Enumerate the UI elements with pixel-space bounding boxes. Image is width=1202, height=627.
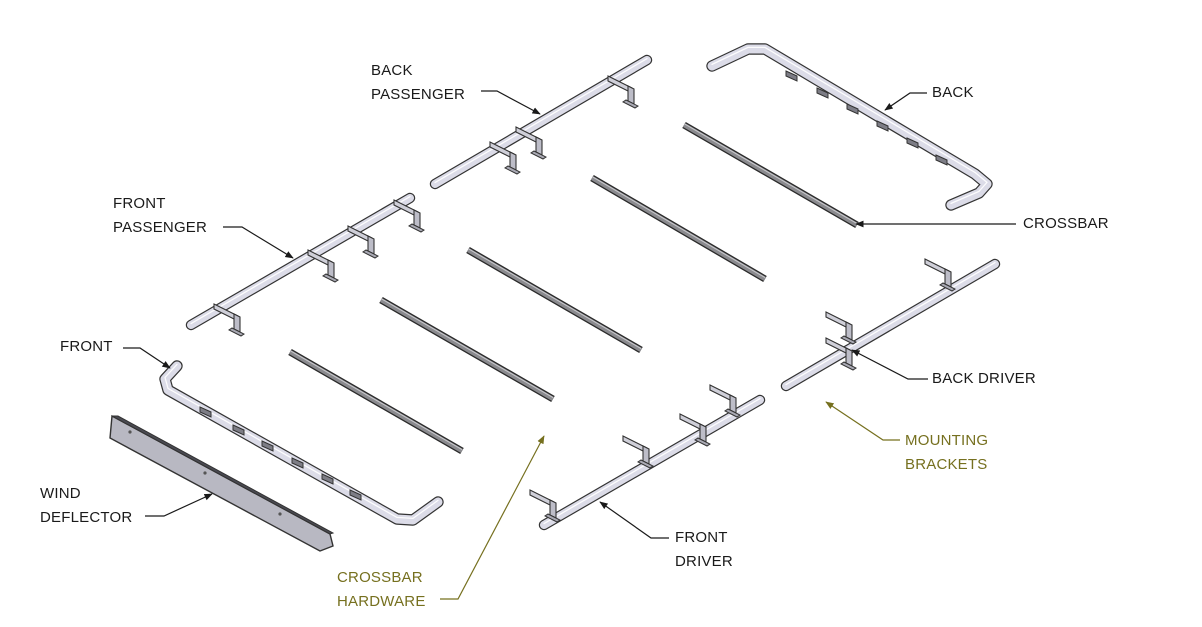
leader-front-driver xyxy=(599,501,669,539)
deflector-hole-2 xyxy=(278,512,282,516)
label-back: BACK xyxy=(932,84,974,101)
crossbar-5-edge xyxy=(683,123,858,225)
front-passenger-rail xyxy=(187,194,414,329)
front-passenger-bracket-3-foot xyxy=(408,223,425,233)
front-rail-clip-1 xyxy=(232,424,245,436)
back-rail-highlight xyxy=(711,46,988,205)
label-back-driver: BACK DRIVER xyxy=(932,370,1036,387)
wind-deflector-top-edge xyxy=(111,415,335,535)
deflector-hole-0 xyxy=(128,430,132,434)
back-passenger-rail-highlight xyxy=(434,57,648,184)
back-rail-clip-3 xyxy=(876,120,889,132)
label-back-passenger: BACK PASSENGER xyxy=(371,62,466,103)
label-front: FRONT xyxy=(60,338,113,355)
label-wind-deflector: WIND DEFLECTOR xyxy=(40,485,133,526)
crossbar-4 xyxy=(590,176,767,281)
leader-wind-deflector xyxy=(145,493,213,517)
label-front-passenger: FRONT PASSENGER xyxy=(113,195,208,236)
leader-back-passenger xyxy=(481,90,541,115)
label-front-driver: FRONT DRIVER xyxy=(675,529,733,570)
front-rail-clip-3 xyxy=(291,457,304,469)
back-rail-clip-4 xyxy=(906,137,919,149)
front-driver-bracket-0-foot xyxy=(544,513,561,523)
front-driver-bracket-3-foot xyxy=(724,408,741,418)
front-driver-rail-highlight xyxy=(543,397,761,525)
crossbar-2 xyxy=(379,298,555,401)
front-rail xyxy=(160,361,443,525)
leader-back-driver xyxy=(851,349,928,380)
crossbar-2-edge xyxy=(380,298,554,399)
front-rail-clip-4 xyxy=(321,473,334,485)
back-passenger-bracket-1-foot xyxy=(530,150,547,160)
back-rail-clip-2 xyxy=(846,103,859,115)
leader-back xyxy=(884,92,927,111)
front-driver-bracket-1-foot xyxy=(637,459,654,469)
label-crossbar: CROSSBAR xyxy=(1023,215,1109,232)
back-driver-rail xyxy=(782,260,999,390)
wind-deflector xyxy=(109,414,334,552)
back-driver-bracket-2-foot xyxy=(939,282,956,292)
back-rail-clip-0 xyxy=(785,70,798,82)
crossbar-4-edge xyxy=(591,176,766,279)
front-driver-rail xyxy=(540,396,764,529)
front-driver-bracket-2-foot xyxy=(694,437,711,447)
back-passenger-rail xyxy=(431,56,651,188)
back-rail-clip-1 xyxy=(816,87,829,99)
crossbar-1 xyxy=(288,350,464,453)
back-rail xyxy=(707,44,992,210)
front-rail-clip-2 xyxy=(261,440,274,452)
back-driver-rail-highlight xyxy=(785,261,996,386)
back-driver-bracket-0-foot xyxy=(840,335,857,345)
front-passenger-bracket-2-foot xyxy=(362,249,379,259)
leader-mounting-brackets xyxy=(825,401,900,441)
leader-front xyxy=(123,347,171,369)
front-passenger-bracket-0-foot xyxy=(228,327,245,337)
deflector-hole-1 xyxy=(203,471,207,475)
back-rail-clip-5 xyxy=(935,154,948,166)
label-crossbar-hardware: CROSSBAR HARDWARE xyxy=(337,569,426,610)
back-passenger-bracket-2-foot xyxy=(622,99,639,109)
leader-front-passenger xyxy=(223,226,294,259)
back-passenger-bracket-0-foot xyxy=(504,165,521,175)
front-passenger-rail-highlight xyxy=(190,195,411,325)
crossbar-3 xyxy=(466,248,643,352)
crossbar-3-edge xyxy=(467,248,642,350)
front-rail-clip-0 xyxy=(199,406,212,418)
crossbar-1-edge xyxy=(289,350,463,451)
front-rail-highlight xyxy=(164,363,439,520)
label-mounting-brackets: MOUNTING BRACKETS xyxy=(905,432,989,473)
front-passenger-bracket-1-foot xyxy=(322,273,339,283)
crossbar-5 xyxy=(682,123,859,227)
leader-crossbar-hardware xyxy=(440,435,545,600)
back-rail-outline xyxy=(706,43,993,211)
front-rail-clip-5 xyxy=(349,489,362,501)
back-driver-bracket-1-foot xyxy=(840,361,857,371)
